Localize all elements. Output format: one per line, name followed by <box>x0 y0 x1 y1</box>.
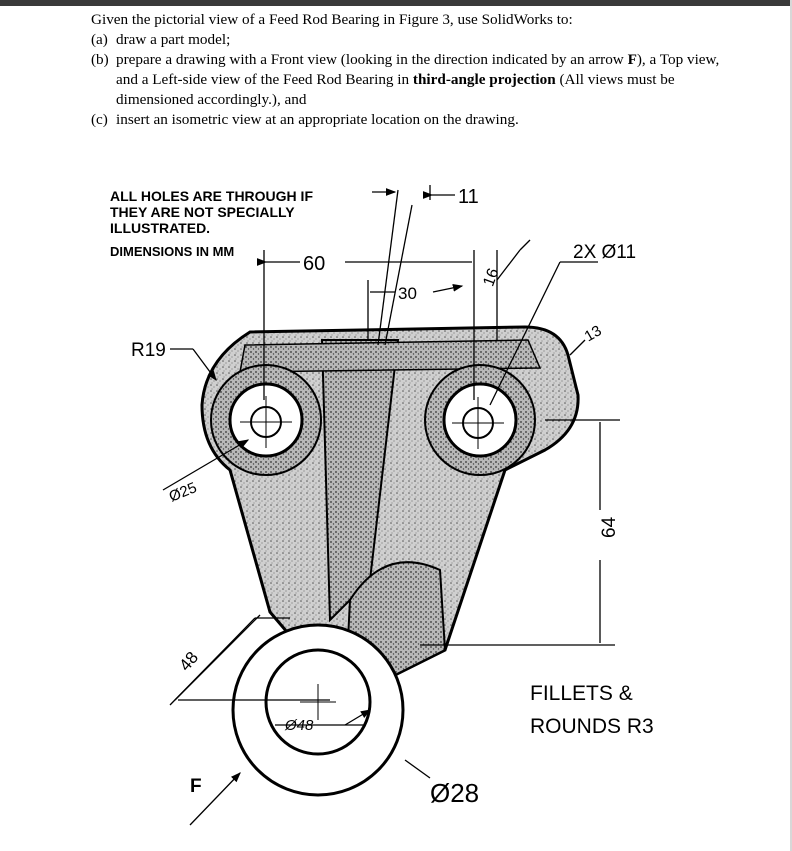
view-arrow-label: F <box>190 776 202 797</box>
note-line-3: ILLUSTRATED. <box>110 220 210 236</box>
part-b-text-3: (All views must be dimensioned according… <box>116 71 675 108</box>
dim-16: 16 <box>480 266 502 289</box>
dim-2x11: 2X Ø11 <box>573 242 636 263</box>
note-line-2: THEY ARE NOT SPECIALLY <box>110 204 295 220</box>
part-c-label: (c) <box>91 111 108 128</box>
note-line-1: ALL HOLES ARE THROUGH IF <box>110 188 313 204</box>
top-edge-band <box>239 339 542 373</box>
dim-30: 30 <box>398 284 417 303</box>
part-b-bold-projection: third-angle projection <box>412 71 556 88</box>
dim-64: 64 <box>599 516 620 538</box>
part-b-label: (b) <box>91 51 109 68</box>
question-part-c: (c) insert an isometric view at an approp… <box>91 110 731 130</box>
right-hole <box>442 382 518 458</box>
part-a-label: (a) <box>91 31 108 48</box>
fillets-line-1: FILLETS & <box>530 682 633 705</box>
part-b-text-2: ), a Top view, and a Left-side view of t… <box>116 51 720 88</box>
dim-d48: Ø48 <box>284 717 314 734</box>
part-a-text: draw a part model; <box>116 31 231 48</box>
question-part-a: (a) draw a part model; <box>91 30 731 50</box>
question-intro: Given the pictorial view of a Feed Rod B… <box>91 11 573 28</box>
dim-11: 11 <box>458 186 479 208</box>
part-b-text-1: prepare a drawing with a Front view (loo… <box>116 51 628 68</box>
dim-d25: Ø25 <box>167 479 200 505</box>
dim-13: 13 <box>582 322 605 345</box>
dim-r19: R19 <box>131 340 166 361</box>
dim-d28: Ø28 <box>430 778 479 808</box>
page-edge <box>790 0 792 851</box>
part-b-bold-f: F <box>627 51 637 68</box>
fillets-line-2: ROUNDS R3 <box>530 715 654 738</box>
dim-48: 48 <box>175 648 202 675</box>
question-part-b: (b) prepare a drawing with a Front view (… <box>91 50 731 110</box>
top-bar <box>0 0 792 6</box>
question-text: Given the pictorial view of a Feed Rod B… <box>91 10 731 130</box>
dim-60: 60 <box>303 253 325 275</box>
units-note: DIMENSIONS IN MM <box>110 244 234 259</box>
part-c-text: insert an isometric view at an appropria… <box>116 111 519 128</box>
